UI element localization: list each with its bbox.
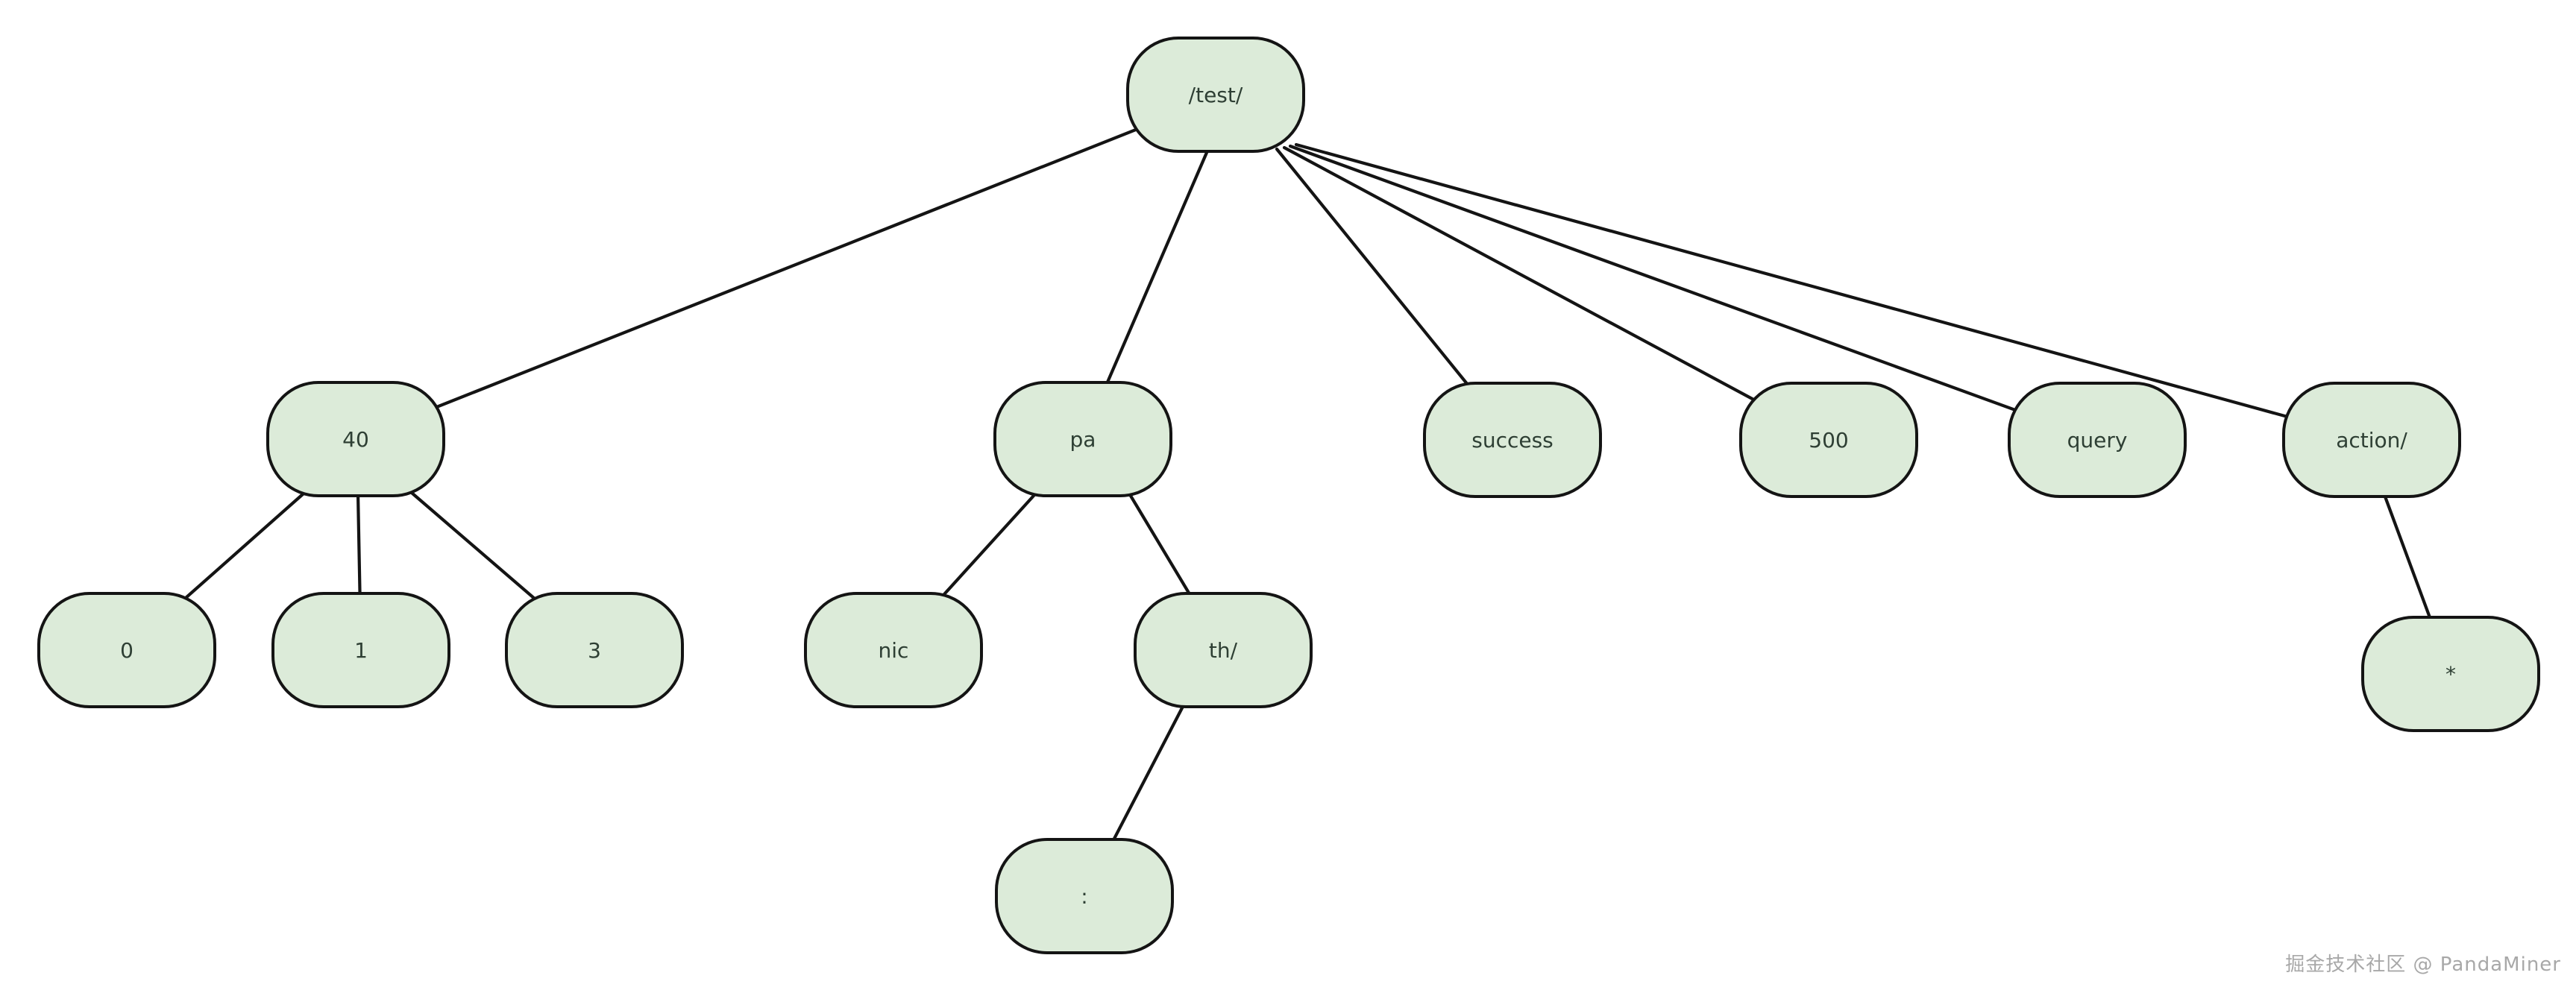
watermark: 掘金技术社区 @ PandaMiner — [2285, 954, 2561, 976]
node-nic: nic — [804, 592, 983, 708]
edge-test-40 — [354, 123, 1149, 441]
node-pa: pa — [993, 381, 1172, 497]
node-action: action/ — [2282, 382, 2461, 498]
node-0: 0 — [37, 592, 216, 708]
node-3: 3 — [505, 592, 684, 708]
node-star: * — [2361, 616, 2540, 732]
edge-test-query — [1288, 144, 2099, 442]
node-success: success — [1423, 382, 1602, 498]
node-test: /test/ — [1126, 37, 1305, 153]
node-th: th/ — [1134, 592, 1313, 708]
node-query: query — [2008, 382, 2187, 498]
node-40: 40 — [266, 381, 445, 497]
edge-test-action — [1294, 142, 2374, 442]
node-colon: : — [995, 838, 1174, 954]
edge-test-500 — [1282, 145, 1831, 442]
node-500: 500 — [1739, 382, 1918, 498]
node-1: 1 — [271, 592, 450, 708]
